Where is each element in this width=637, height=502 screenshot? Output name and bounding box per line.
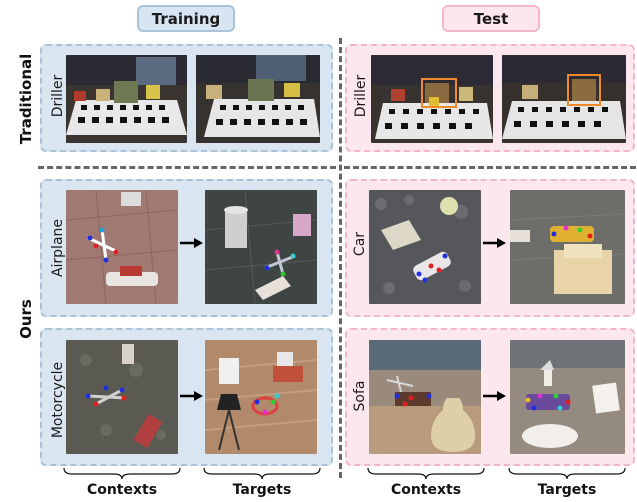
car-context-photo bbox=[369, 190, 481, 304]
sofa-context-photo bbox=[369, 340, 481, 454]
airplane-arrow bbox=[180, 238, 203, 248]
horizontal-divider-right bbox=[344, 166, 636, 169]
car-label: Car bbox=[352, 231, 368, 257]
training-header-text: Training bbox=[151, 9, 221, 28]
test-header: Test bbox=[442, 5, 540, 32]
sofa-arrow bbox=[483, 391, 506, 401]
motorcycle-target-photo bbox=[205, 340, 317, 454]
driller-train-photo-2 bbox=[196, 55, 320, 143]
horizontal-divider-left bbox=[38, 166, 336, 169]
airplane-context-photo bbox=[66, 190, 178, 304]
traditional-row-label: Traditional bbox=[17, 53, 35, 145]
contexts-train-label: Contexts bbox=[86, 482, 158, 498]
car-arrow bbox=[483, 238, 506, 248]
driller-test-label: Driller bbox=[353, 74, 369, 118]
car-target-photo bbox=[510, 190, 625, 304]
driller-train-label: Driller bbox=[50, 74, 66, 118]
driller-test-photo-1 bbox=[371, 55, 493, 143]
motorcycle-label: Motorcycle bbox=[50, 361, 66, 439]
driller-test-photo-2 bbox=[502, 55, 626, 143]
test-header-text: Test bbox=[473, 9, 509, 28]
sofa-target-photo bbox=[510, 340, 625, 454]
motorcycle-context-photo bbox=[66, 340, 178, 454]
contexts-test-label: Contexts bbox=[390, 482, 462, 498]
sofa-label: Sofa bbox=[352, 380, 368, 412]
motorcycle-arrow bbox=[180, 391, 203, 401]
training-header: Training bbox=[137, 5, 235, 32]
contexts-test-brace bbox=[367, 467, 485, 480]
contexts-train-brace bbox=[63, 467, 181, 480]
vertical-divider bbox=[339, 38, 342, 478]
airplane-label: Airplane bbox=[50, 218, 66, 278]
ours-row-label: Ours bbox=[17, 299, 35, 339]
airplane-target-photo bbox=[205, 190, 317, 304]
targets-train-label: Targets bbox=[232, 482, 292, 498]
targets-test-brace bbox=[508, 467, 626, 480]
targets-test-label: Targets bbox=[537, 482, 597, 498]
targets-train-brace bbox=[203, 467, 321, 480]
driller-train-photo-1 bbox=[66, 55, 187, 143]
